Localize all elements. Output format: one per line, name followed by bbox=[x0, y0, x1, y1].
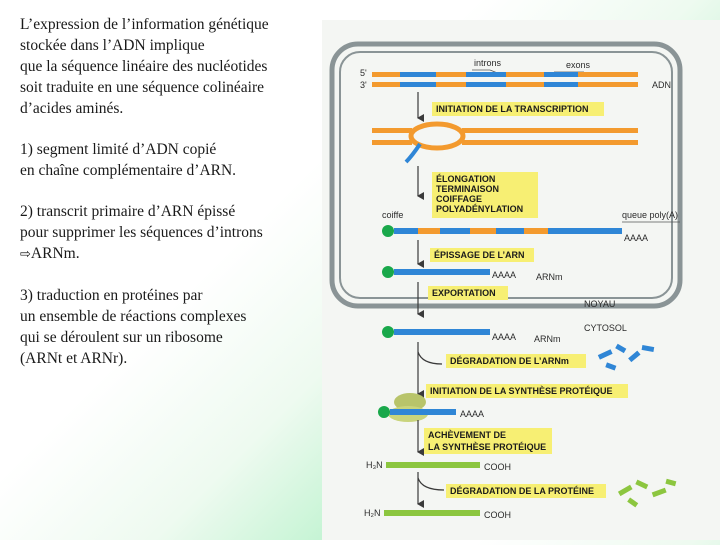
cap-circle bbox=[382, 326, 394, 338]
degradation-arnm-text: DÉGRADATION DE L’ARNm bbox=[450, 356, 569, 366]
branch-arrow bbox=[417, 351, 443, 365]
degradation-proteine-box bbox=[446, 484, 606, 498]
step3-paragraph: 3) traduction en protéines par un ensemb… bbox=[20, 285, 320, 369]
elongation-text: ÉLONGATION bbox=[436, 174, 495, 184]
exportation-box bbox=[428, 286, 508, 300]
mrna-strand bbox=[394, 269, 490, 275]
coiffage-text: COIFFAGE bbox=[436, 194, 482, 204]
protein-chain bbox=[384, 510, 480, 516]
initiation-transcription-text: INITIATION DE LA TRANSCRIPTION bbox=[436, 104, 589, 114]
step2-result-line: ⇨ARNm. bbox=[20, 243, 320, 265]
initiation-transcription-box bbox=[432, 102, 604, 116]
aaaa-label-1: AAAA bbox=[624, 233, 648, 243]
intro-line: d’acides aminés. bbox=[20, 100, 124, 117]
cooh-label-1: COOH bbox=[484, 462, 511, 472]
step3-line: qui se déroulent sur un ribosome bbox=[20, 329, 223, 346]
step2-result-text: ARNm. bbox=[30, 245, 80, 262]
degradation-proteine-text: DÉGRADATION DE LA PROTÉINE bbox=[450, 486, 594, 496]
epissage-box bbox=[430, 248, 534, 262]
step3-line: un ensemble de réactions complexes bbox=[20, 308, 247, 325]
arnm-label-2: ARNm bbox=[534, 334, 561, 344]
terminaison-text: TERMINAISON bbox=[436, 184, 499, 194]
intro-paragraph: L’expression de l’information génétique … bbox=[20, 14, 320, 119]
step2-line: 2) transcrit primaire d’ARN épissé bbox=[20, 203, 236, 220]
achevement-text-line2: LA SYNTHÈSE PROTÉIQUE bbox=[428, 442, 546, 452]
aaaa-label-4: AAAA bbox=[460, 409, 484, 419]
coiffe-label: coiffe bbox=[382, 210, 403, 220]
step2-paragraph: 2) transcrit primaire d’ARN épissé pour … bbox=[20, 201, 320, 265]
text-column: L’expression de l’information génétique … bbox=[20, 14, 320, 389]
h2n-label: H₂N bbox=[364, 508, 381, 518]
achevement-text-line1: ACHÈVEMENT DE bbox=[428, 430, 506, 440]
achevement-box bbox=[424, 428, 552, 454]
intro-line: L’expression de l’information génétique bbox=[20, 16, 269, 33]
cooh-label-2: COOH bbox=[484, 510, 511, 520]
arnm-label-1: ARNm bbox=[536, 272, 563, 282]
step1-paragraph: 1) segment limité d’ADN copié en chaîne … bbox=[20, 139, 320, 181]
degradation-arnm-box bbox=[446, 354, 586, 368]
h3n-label: H₃N bbox=[366, 460, 383, 470]
queue-poly-a-label: queue poly(A) bbox=[622, 210, 678, 220]
initiation-synthese-text: INITIATION DE LA SYNTHÈSE PROTÉIQUE bbox=[430, 386, 613, 396]
intro-line: soit traduite en une séquence colinéaire bbox=[20, 79, 265, 96]
cap-circle bbox=[382, 266, 394, 278]
gene-expression-figure: introns exons 5' 3' ADN INITIA bbox=[322, 20, 720, 540]
cap-circle bbox=[378, 406, 390, 418]
step2-line: pour supprimer les séquences d’introns bbox=[20, 224, 263, 241]
initiation-synthese-box bbox=[426, 384, 628, 398]
dna-strand-bottom bbox=[372, 82, 638, 87]
adn-label: ADN bbox=[652, 80, 671, 90]
mrna-fragments bbox=[597, 343, 655, 371]
protein-chain bbox=[386, 462, 480, 468]
three-prime-label: 3' bbox=[360, 80, 367, 90]
outline-arrow-icon: ⇨ bbox=[20, 247, 31, 262]
gene-expression-diagram: introns exons 5' 3' ADN INITIA bbox=[329, 41, 683, 520]
noyau-label: NOYAU bbox=[584, 299, 615, 309]
step3-line: 3) traduction en protéines par bbox=[20, 287, 203, 304]
ribosome bbox=[388, 393, 428, 422]
polyadenylation-text: POLYADÉNYLATION bbox=[436, 204, 523, 214]
cap-circle bbox=[382, 225, 394, 237]
mrna-strand bbox=[390, 409, 456, 415]
transcription-bubble bbox=[372, 121, 638, 164]
protein-fragments bbox=[617, 478, 677, 508]
introns-label: introns bbox=[474, 58, 502, 68]
epissage-text: ÉPISSAGE DE L’ARN bbox=[434, 250, 525, 260]
step3-line: (ARNt et ARNr). bbox=[20, 350, 128, 367]
exportation-text: EXPORTATION bbox=[432, 288, 496, 298]
cytosol-label: CYTOSOL bbox=[584, 323, 627, 333]
intro-line: stockée dans l’ADN implique bbox=[20, 37, 205, 54]
nucleus-outer-membrane bbox=[329, 41, 683, 309]
aaaa-label-2: AAAA bbox=[492, 270, 516, 280]
exons-label: exons bbox=[566, 60, 591, 70]
primary-transcript bbox=[394, 228, 622, 234]
branch-arrow bbox=[417, 477, 445, 491]
dna-strand-top bbox=[372, 72, 638, 77]
five-prime-label: 5' bbox=[360, 68, 367, 78]
step1-line: en chaîne complémentaire d’ARN. bbox=[20, 162, 237, 179]
aaaa-label-3: AAAA bbox=[492, 332, 516, 342]
elongation-box bbox=[432, 172, 538, 218]
step1-line: 1) segment limité d’ADN copié bbox=[20, 141, 217, 158]
mrna-strand bbox=[394, 329, 490, 335]
intro-line: que la séquence linéaire des nucléotides bbox=[20, 58, 268, 75]
